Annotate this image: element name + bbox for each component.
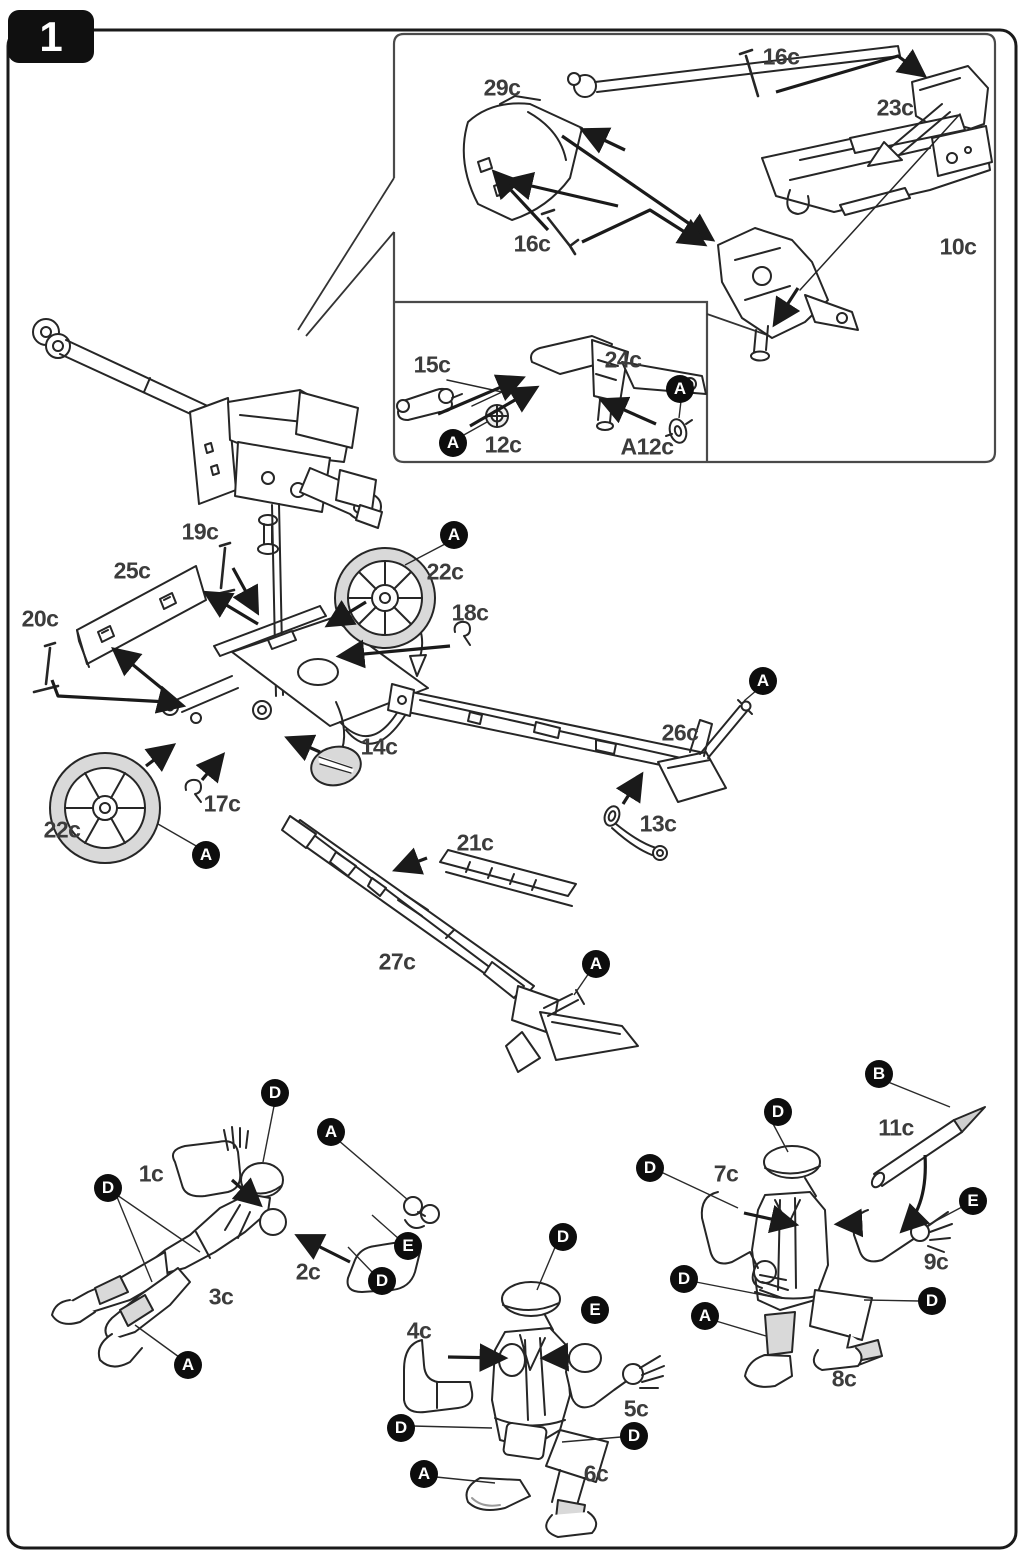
sprue-badge-a-trail-right: A [749,667,777,695]
part-label-19c: 19c [181,518,219,545]
sprue-badge-e-right-hand: E [959,1187,987,1215]
sprue-badge-a-wheel-right: A [440,521,468,549]
part-label-5c: 5c [623,1395,649,1422]
part-label-18c: 18c [451,599,489,626]
part-19c-pin [206,541,236,598]
sprue-badge-d-right-helmet: D [764,1098,792,1126]
sprue-badge-a-binoculars: A [317,1118,345,1146]
sprue-badge-a-inset-a12c: A [666,375,694,403]
sprue-badge-d-right-leg: D [918,1287,946,1315]
step-number-badge: 1 [8,10,94,63]
part-label-1c: 1c [138,1160,164,1187]
part-label-22c-left: 22c [43,816,81,843]
part-27c-trail-end [505,985,639,1073]
part-22c-wheel-left [49,752,161,864]
inset-pointer-wedges [297,177,771,337]
sprue-badge-d-prone-helmet: D [261,1079,289,1107]
part-label-9c: 9c [923,1248,949,1275]
part-label-20c: 20c [21,605,59,632]
part-label-a12c: A12c [620,433,674,460]
figure-part-1c-arm [172,1126,249,1198]
part-11c-shell [870,1106,986,1189]
part-15c [396,387,463,421]
part-label-29c: 29c [483,74,521,101]
part-21c-rails [439,849,577,907]
part-label-16c-top: 16c [762,43,800,70]
part-label-10c: 10c [939,233,977,260]
sprue-badge-e-prone-hand: E [394,1232,422,1260]
badge-leader-lines [116,400,963,1484]
sprue-badge-a-inset-12c: A [439,429,467,457]
sprue-badge-d-center-helmet: D [549,1223,577,1251]
part-label-27c: 27c [378,948,416,975]
figure-prone-3c [51,1162,287,1368]
part-label-12c: 12c [484,431,522,458]
part-label-22c-right: 22c [426,558,464,585]
part-a12c-disc [665,418,693,444]
part-label-15c: 15c [413,351,451,378]
sprue-badge-a-trail-left: A [582,950,610,978]
gun-barrel [32,318,213,423]
part-label-4c: 4c [406,1317,432,1344]
part-14c-knob [310,745,362,787]
figure-part-5c-arm [565,1343,665,1409]
sprue-badge-d-right-pouch: D [670,1265,698,1293]
sprue-badge-a-prone-boot: A [174,1351,202,1379]
part-16c-pin-lower [540,208,580,256]
sprue-badge-a-center-boot: A [410,1460,438,1488]
inset-boxes [392,32,997,464]
page-border [6,28,1018,1550]
sprue-badge-d-prone-legs: D [94,1174,122,1202]
sprue-badge-d-prone-arm: D [368,1267,396,1295]
part-18c-clip [453,620,471,646]
part-label-21c: 21c [456,829,494,856]
sprue-badge-d-center-leg: D [620,1422,648,1450]
part-label-13c: 13c [639,810,677,837]
sprue-badge-e-center-face: E [581,1296,609,1324]
gun-carriage [189,389,383,555]
part-label-8c: 8c [831,1365,857,1392]
sprue-badge-b-shell: B [865,1060,893,1088]
part-label-6c: 6c [583,1460,609,1487]
leader-15c [446,379,503,407]
part-label-17c: 17c [203,790,241,817]
part-label-25c: 25c [113,557,151,584]
figure-part-4c-arm [403,1339,474,1414]
figure-part-2c-arm [346,1196,440,1293]
part-label-23c: 23c [876,94,914,121]
open-arrow-23c [867,103,951,167]
figure-right-kneeling [744,1145,883,1388]
part-16c-pin-top [738,48,760,98]
part-label-7c: 7c [713,1160,739,1187]
sprue-badge-d-right-arm: D [636,1154,664,1182]
part-label-2c: 2c [295,1258,321,1285]
assembly-arrows [50,49,931,1372]
part-elevation-unit-assembled [717,227,859,362]
right-trail-leg [387,683,701,773]
part-17c-clip [184,778,202,803]
sprue-badge-a-right-boot: A [691,1302,719,1330]
part-label-14c: 14c [360,733,398,760]
part-label-26c: 26c [661,719,699,746]
part-label-24c: 24c [604,346,642,373]
figure-part-7c-arm [700,1191,789,1299]
part-label-11c: 11c [878,1114,914,1141]
part-13c-link [603,805,668,861]
part-22c-wheel-right [334,547,436,649]
sprue-badge-a-wheel-left: A [192,841,220,869]
part-label-16c-lower: 16c [513,230,551,257]
part-label-3c: 3c [208,1283,234,1310]
rod-link-line [799,113,961,291]
part-26c-trail-end [657,699,753,803]
sprue-badge-d-center-pouch: D [387,1414,415,1442]
